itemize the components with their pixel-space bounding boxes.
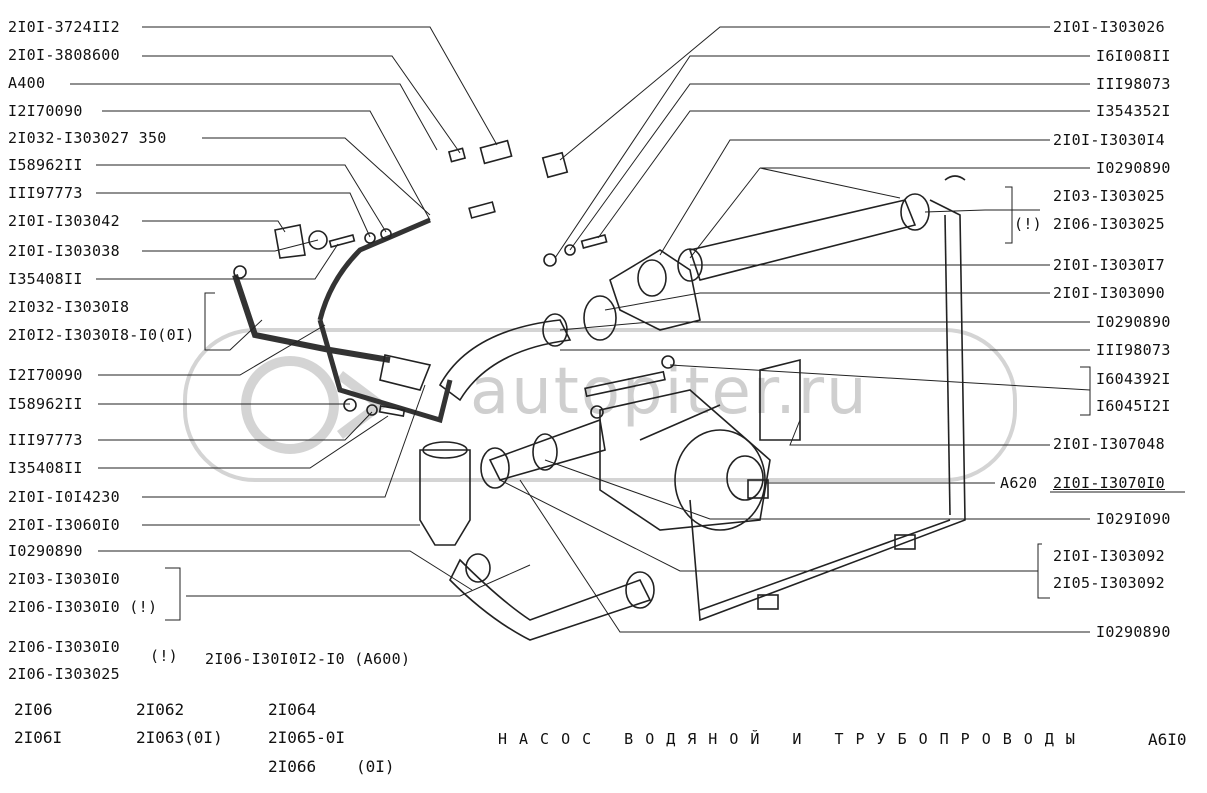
inlet-pipe: [488, 418, 606, 481]
part-label[interactable]: I6I008II: [1096, 47, 1171, 65]
part-label[interactable]: 2I0I-I303042: [8, 212, 120, 230]
bypass-pipe: [438, 319, 572, 402]
part-label[interactable]: 2I0I-I3030I7: [1053, 256, 1165, 274]
pump-cover: [759, 358, 801, 441]
part-label[interactable]: I6045I2I: [1096, 397, 1171, 415]
model-code: 2I062: [136, 700, 185, 719]
part-label[interactable]: 2I06-I3030I0: [8, 638, 120, 656]
part-label[interactable]: 2I0I-I0I4230: [8, 488, 120, 506]
part-label[interactable]: III98073: [1096, 75, 1171, 93]
page-title: НАСОС ВОДЯНОЙ И ТРУБОПРОВОДЫ: [498, 730, 1087, 748]
part-label[interactable]: 2I0I-3724II2: [8, 18, 120, 36]
part-label[interactable]: I354352I: [1096, 102, 1171, 120]
part-label[interactable]: 2I0I-I303038: [8, 242, 120, 260]
part-label[interactable]: I58962II: [8, 156, 83, 174]
part-label[interactable]: 2I06-I3030I0 (!): [8, 598, 158, 616]
heater-tube: [232, 274, 391, 363]
part-label[interactable]: 2I0I-I307048: [1053, 435, 1165, 453]
lower-tee: [419, 449, 471, 546]
model-code: 2I066: [268, 757, 317, 776]
part-label[interactable]: 2I06-I303025: [8, 665, 120, 683]
part-label[interactable]: 2I06-I303025: [1053, 215, 1165, 233]
thermostat-housing: [609, 249, 701, 331]
part-label[interactable]: 2I0I2-I3030I8-I0(0I): [8, 326, 195, 344]
page-code: A6I0: [1148, 730, 1187, 749]
part-label[interactable]: 2I0I-I303090: [1053, 284, 1165, 302]
part-label[interactable]: I35408II: [8, 459, 83, 477]
part-label[interactable]: 2I0I-I303092: [1053, 547, 1165, 565]
pipe-bracket: [317, 319, 453, 424]
part-label[interactable]: 2I032-I3030I8: [8, 298, 130, 316]
part-label[interactable]: A400: [8, 74, 46, 92]
model-code: (0I): [356, 757, 395, 776]
part-label[interactable]: 2I0I-I3030I4: [1053, 131, 1165, 149]
part-label[interactable]: III97773: [8, 431, 83, 449]
part-label[interactable]: 2I0I-3808600: [8, 46, 120, 64]
radiator: [689, 199, 966, 622]
part-label[interactable]: III97773: [8, 184, 83, 202]
part-label[interactable]: I029I090: [1096, 510, 1171, 528]
part-label[interactable]: 2I03-I303025: [1053, 187, 1165, 205]
fitting-3724112: [479, 139, 513, 165]
model-code: 2I065-0I: [268, 728, 346, 747]
exclamation-note: (!): [150, 647, 178, 665]
model-code: 2I064: [268, 700, 317, 719]
part-label[interactable]: I2I70090: [8, 102, 83, 120]
upper-hose: [688, 199, 917, 281]
part-label[interactable]: 2I0I-I3070I0: [1053, 474, 1165, 492]
exclamation-note: (!): [1014, 215, 1042, 233]
lower-hose: [449, 558, 652, 641]
a620-label: A620: [1000, 474, 1038, 492]
part-label[interactable]: 2I0I-I303026: [1053, 18, 1165, 36]
part-label[interactable]: 2I0I-I3060I0: [8, 516, 120, 534]
part-label[interactable]: I2I70090: [8, 366, 83, 384]
part-label[interactable]: 2I032-I303027 350: [8, 129, 167, 147]
part-label[interactable]: I0290890: [1096, 159, 1171, 177]
flange: [379, 354, 432, 391]
part-label[interactable]: 2I03-I3030I0: [8, 570, 120, 588]
part-label[interactable]: 2I05-I303092: [1053, 574, 1165, 592]
part-label[interactable]: III98073: [1096, 341, 1171, 359]
water-pump: [599, 389, 771, 531]
part-label[interactable]: I0290890: [1096, 623, 1171, 641]
part-label[interactable]: I0290890: [1096, 313, 1171, 331]
part-label[interactable]: I604392I: [1096, 370, 1171, 388]
model-code: 2I06I: [14, 728, 63, 747]
part-label[interactable]: I0290890: [8, 542, 83, 560]
part-label[interactable]: I58962II: [8, 395, 83, 413]
part-note[interactable]: 2I06-I30I0I2-I0 (A600): [205, 650, 411, 668]
part-label[interactable]: I35408II: [8, 270, 83, 288]
model-code: 2I063(0I): [136, 728, 223, 747]
model-code: 2I06: [14, 700, 53, 719]
